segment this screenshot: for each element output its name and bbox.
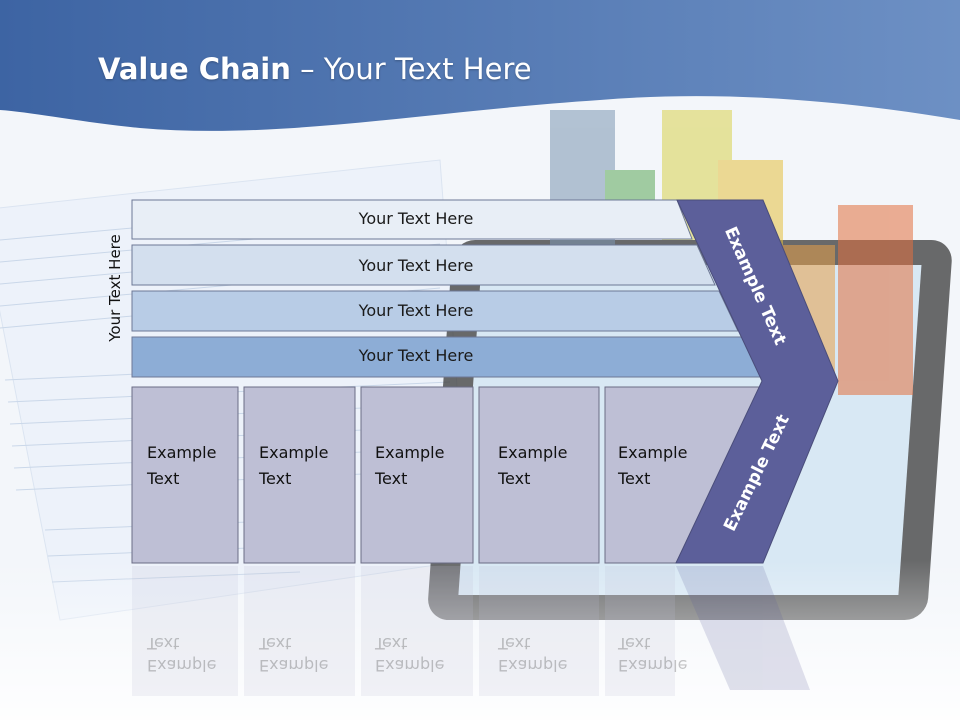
column-box-3 xyxy=(360,386,474,564)
row-bar-2 xyxy=(131,244,716,286)
column-text-4: Example Text xyxy=(498,440,608,492)
column-box-1 xyxy=(131,386,239,564)
row-label-3: Your Text Here xyxy=(358,301,474,320)
row-label-1: Your Text Here xyxy=(358,209,474,228)
column-box-4 xyxy=(478,386,600,564)
column-text-5-line1: Example xyxy=(618,443,688,462)
header-band xyxy=(0,0,960,131)
column-text-5-line2: Text xyxy=(618,469,651,488)
column-text-1-line1: Example xyxy=(147,443,217,462)
column-text-2-line1: Example xyxy=(259,443,329,462)
column-text-4-line1: Example xyxy=(498,443,568,462)
column-text-5: Example Text xyxy=(618,440,728,492)
column-text-1: Example Text xyxy=(147,440,257,492)
column-text-2: Example Text xyxy=(259,440,369,492)
row-bar-1 xyxy=(131,199,693,240)
row-label-4: Your Text Here xyxy=(358,346,474,365)
column-text-3-line2: Text xyxy=(375,469,408,488)
side-label: Your Text Here xyxy=(106,234,124,342)
row-label-2: Your Text Here xyxy=(358,256,474,275)
column-text-4-line2: Text xyxy=(498,469,531,488)
page-title: Value Chain – Your Text Here xyxy=(98,52,532,86)
column-text-3-line1: Example xyxy=(375,443,445,462)
chevron-arrow xyxy=(675,199,839,564)
column-text-2-line2: Text xyxy=(259,469,292,488)
column-box-2 xyxy=(243,386,356,564)
title-bold: Value Chain xyxy=(98,52,291,86)
column-text-3: Example Text xyxy=(375,440,485,492)
column-text-1-line2: Text xyxy=(147,469,180,488)
title-rest: – Your Text Here xyxy=(290,52,532,86)
reflection-shapes xyxy=(132,566,810,696)
